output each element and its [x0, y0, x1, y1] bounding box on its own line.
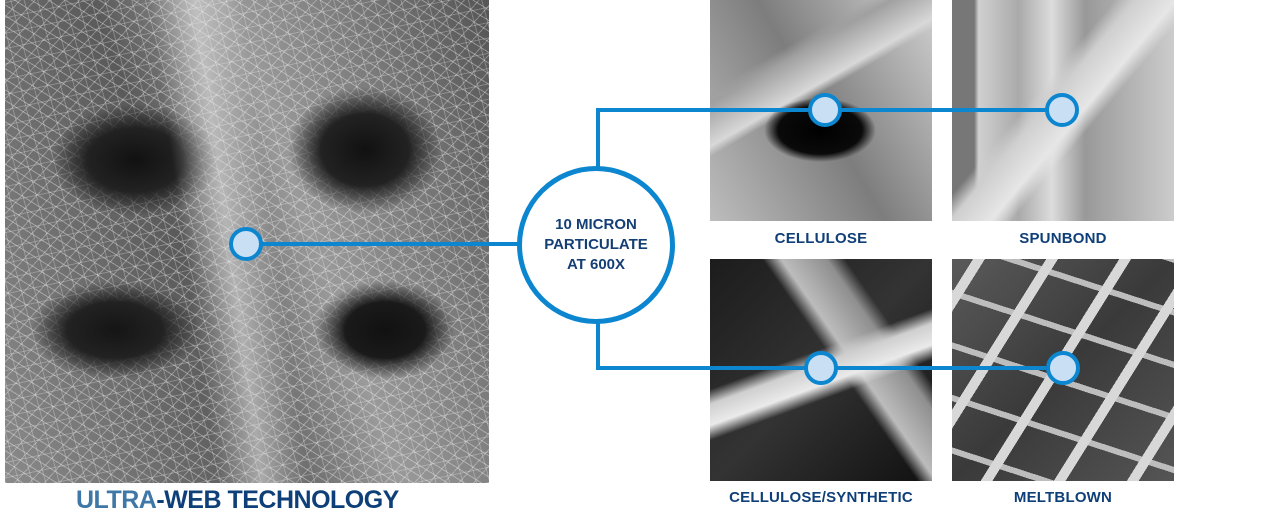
label-cellulose-synthetic: CELLULOSE/SYNTHETIC [729, 489, 913, 506]
connector-main-to-circle [262, 242, 522, 246]
title-accent: ULTRA [76, 486, 157, 514]
callout-text: 10 MICRON PARTICULATE AT 600X [544, 215, 648, 275]
ultra-web-title: ULTRA-WEB TECHNOLOGY [76, 486, 399, 515]
particle-dot-meltblown [1046, 351, 1080, 385]
connector-circle-down [596, 320, 600, 370]
label-cellulose: CELLULOSE [774, 230, 868, 247]
label-meltblown: MELTBLOWN [1013, 489, 1113, 506]
particle-dot-cellulose [808, 93, 842, 127]
connector-circle-up [596, 108, 600, 170]
callout-line-2: PARTICULATE [544, 236, 648, 253]
particulate-callout-circle: 10 MICRON PARTICULATE AT 600X [517, 166, 675, 324]
callout-line-3: AT 600X [566, 256, 626, 273]
callout-line-1: 10 MICRON [555, 216, 637, 233]
particle-dot-ultra-web [229, 227, 263, 261]
particle-dot-cellulose-synthetic [804, 351, 838, 385]
label-spunbond: SPUNBOND [1019, 230, 1107, 247]
title-rest: -WEB TECHNOLOGY [156, 486, 399, 514]
particle-dot-spunbond [1045, 93, 1079, 127]
